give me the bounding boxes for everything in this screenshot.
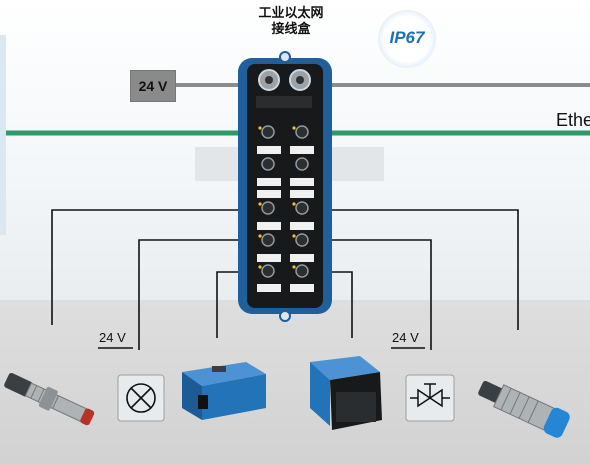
- box-sensor-left-icon: [182, 362, 266, 420]
- title-line-1: 工业以太网: [258, 5, 324, 20]
- diagram-title: 工业以太网 接线盒: [246, 5, 336, 37]
- valve-icon: [405, 374, 455, 422]
- ip-rating-text: IP67: [389, 28, 425, 47]
- junction-box: [238, 51, 332, 322]
- title-line-2: 接线盒: [271, 21, 311, 36]
- lamp-icon: [117, 374, 165, 422]
- ip-rating-badge: IP67: [378, 10, 436, 68]
- actuator-left-voltage: 24 V: [99, 330, 126, 345]
- background-floor: [0, 300, 590, 465]
- power-supply-label: 24 V: [130, 70, 176, 102]
- io-ports: [257, 125, 314, 292]
- ethernet-label: Ethe: [556, 110, 590, 130]
- box-sensor-right-icon: [310, 356, 382, 430]
- wire-right-valve: [302, 239, 432, 350]
- inductive-sensor-left-icon: [4, 372, 95, 426]
- left-panel-strip: [0, 35, 6, 235]
- mount-hole-top: [279, 51, 291, 63]
- inductive-sensor-right-icon: [478, 380, 570, 438]
- wire-right-outer: [302, 209, 519, 330]
- mount-hole-bottom: [279, 310, 291, 322]
- wire-left-lamp: [138, 239, 268, 350]
- actuator-right-voltage: 24 V: [392, 330, 419, 345]
- wire-left-outer: [51, 209, 268, 325]
